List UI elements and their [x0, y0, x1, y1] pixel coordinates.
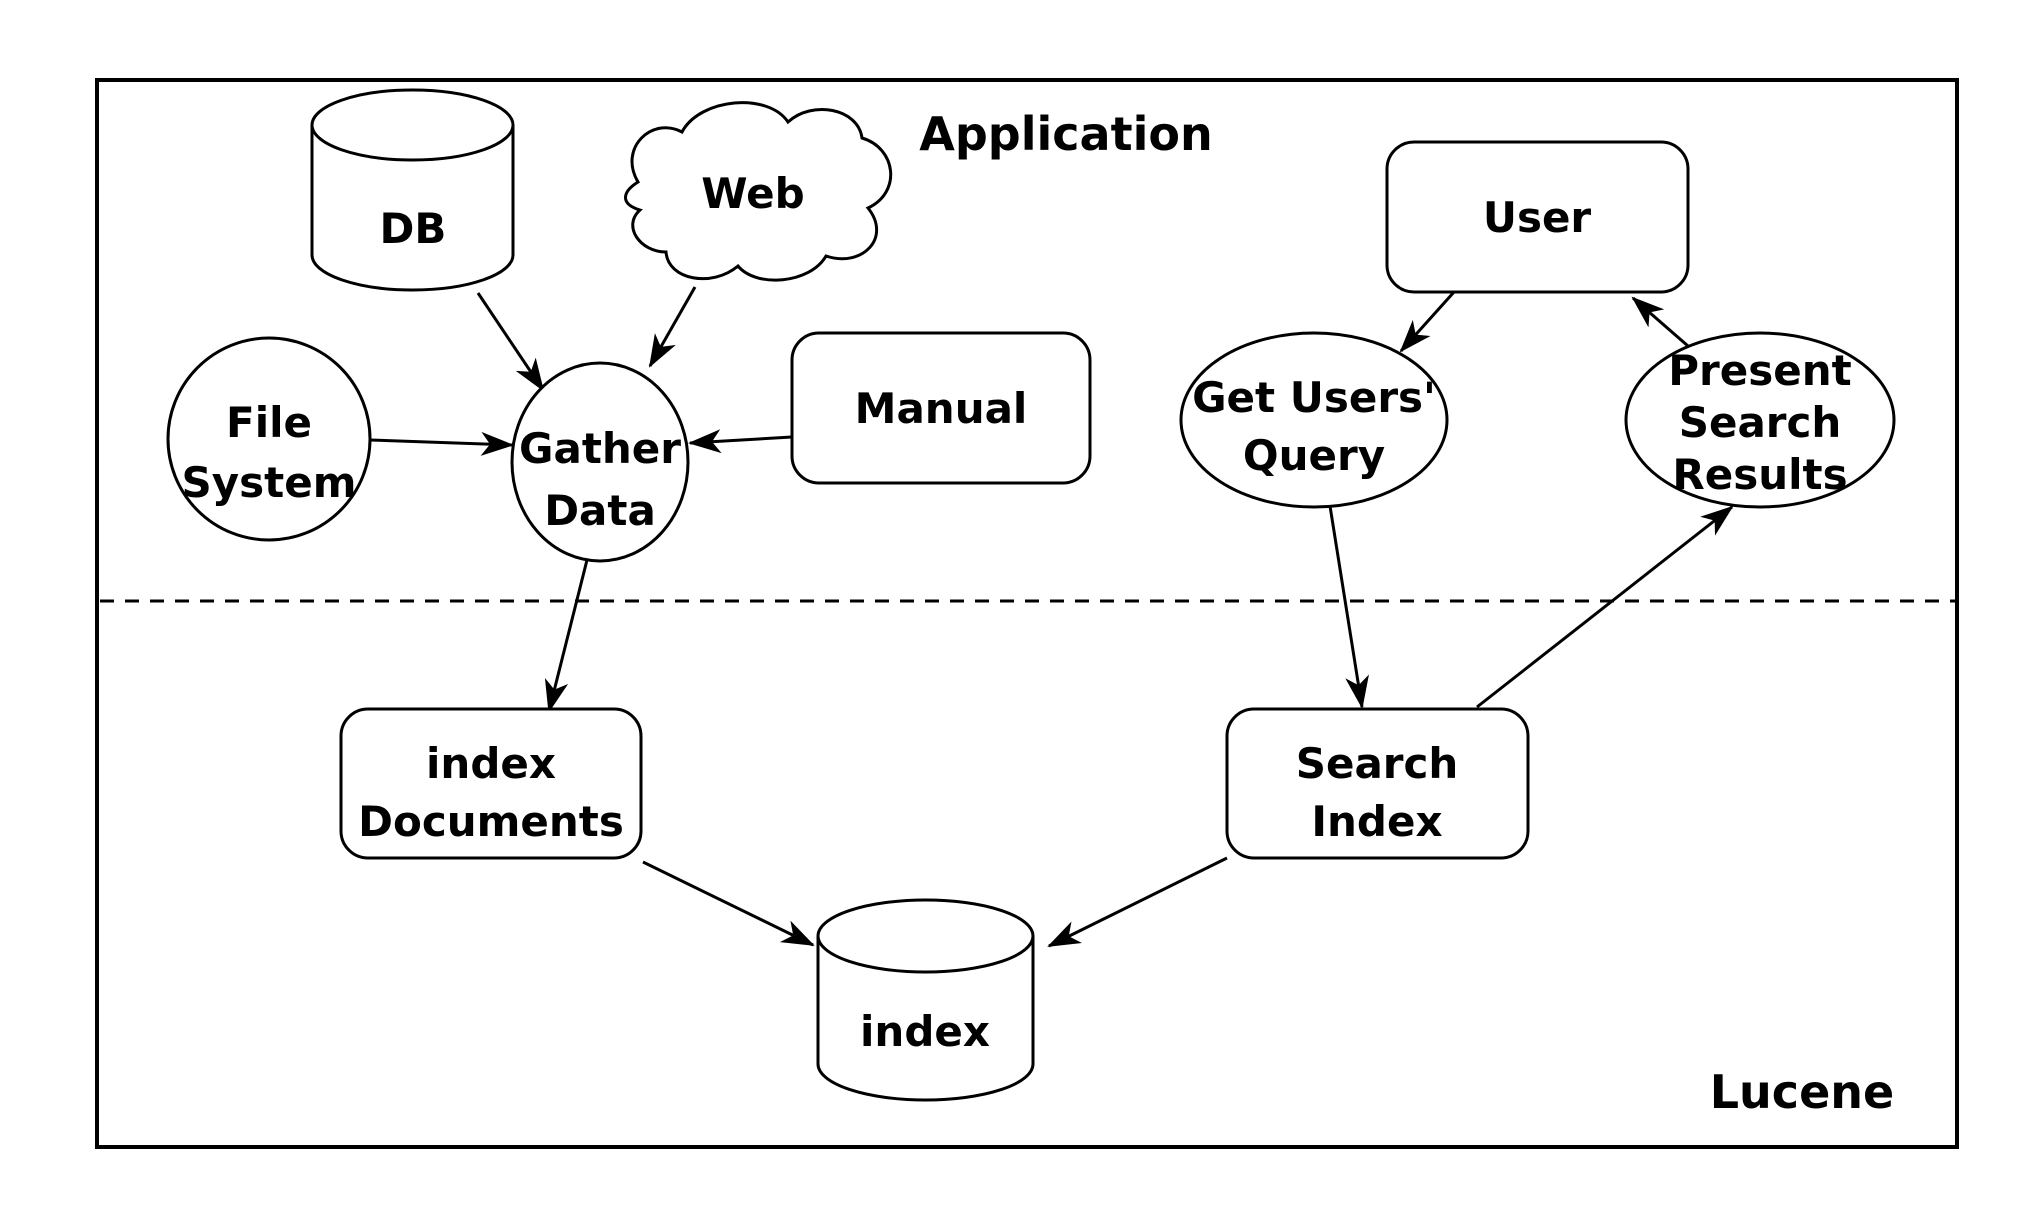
arrow-search-index-to-present-search-results — [1476, 505, 1734, 709]
arrow-gather-data-to-index-documents — [544, 559, 589, 713]
node-db: DB — [310, 88, 515, 292]
file-system-ellipse — [166, 336, 372, 542]
node-get-users-query: Get Users' Query — [1179, 331, 1449, 509]
gather-data-label-line2: Data — [544, 486, 656, 535]
search-index-label-line2: Index — [1311, 797, 1442, 846]
index-documents-label-line1: index — [426, 739, 556, 788]
outer-frame — [95, 78, 1959, 1149]
index-cylinder-top — [816, 898, 1035, 974]
node-user: User — [1385, 140, 1690, 294]
gather-data-ellipse — [510, 361, 690, 563]
index-cylinder-body — [816, 936, 1035, 1102]
user-label: User — [1483, 193, 1592, 242]
db-cylinder-top — [310, 88, 515, 162]
node-present-search-results: Present Search Results — [1624, 331, 1896, 509]
present-search-results-label-line1: Present — [1668, 346, 1851, 395]
gather-data-label-line1: Gather — [519, 424, 681, 473]
file-system-label-line2: System — [182, 458, 357, 507]
get-users-query-label-line2: Query — [1243, 431, 1385, 480]
node-index-store: index — [816, 898, 1035, 1102]
lucene-region-label: Lucene — [1710, 1065, 1894, 1119]
arrow-user-to-get-users-query — [1399, 290, 1456, 353]
node-file-system: File System — [166, 336, 372, 542]
index-store-label: index — [860, 1007, 990, 1056]
get-users-query-ellipse — [1179, 331, 1449, 509]
web-label: Web — [701, 169, 804, 218]
search-index-label-line1: Search — [1296, 739, 1459, 788]
arrow-manual-to-gather-data — [688, 429, 793, 454]
file-system-label-line1: File — [226, 398, 312, 447]
node-web: Web — [624, 101, 893, 282]
arrow-present-search-results-to-user — [1631, 296, 1689, 348]
arrow-search-index-to-index — [1047, 856, 1228, 948]
search-index-box — [1225, 707, 1530, 860]
node-search-index: Search Index — [1225, 707, 1530, 860]
manual-box — [790, 331, 1092, 485]
node-gather-data: Gather Data — [510, 361, 690, 563]
user-box — [1385, 140, 1690, 294]
db-label: DB — [380, 204, 447, 253]
arrow-get-users-query-to-search-index — [1328, 505, 1369, 709]
present-search-results-label-line2: Search — [1679, 398, 1842, 447]
arrow-web-to-gather-data — [648, 286, 697, 368]
arrow-file-system-to-gather-data — [369, 431, 514, 456]
present-search-results-ellipse — [1624, 331, 1896, 509]
get-users-query-label-line1: Get Users' — [1192, 373, 1436, 422]
web-cloud — [624, 101, 893, 282]
index-documents-box — [339, 707, 643, 860]
manual-label: Manual — [855, 384, 1028, 433]
application-region-label: Application — [919, 107, 1212, 161]
index-documents-label-line2: Documents — [358, 797, 624, 846]
node-manual: Manual — [790, 331, 1092, 485]
node-index-documents: index Documents — [339, 707, 643, 860]
present-search-results-label-line3: Results — [1672, 450, 1847, 499]
arrow-index-documents-to-index — [642, 860, 815, 947]
arrow-db-to-gather-data — [476, 292, 545, 392]
db-cylinder-body — [310, 125, 515, 292]
